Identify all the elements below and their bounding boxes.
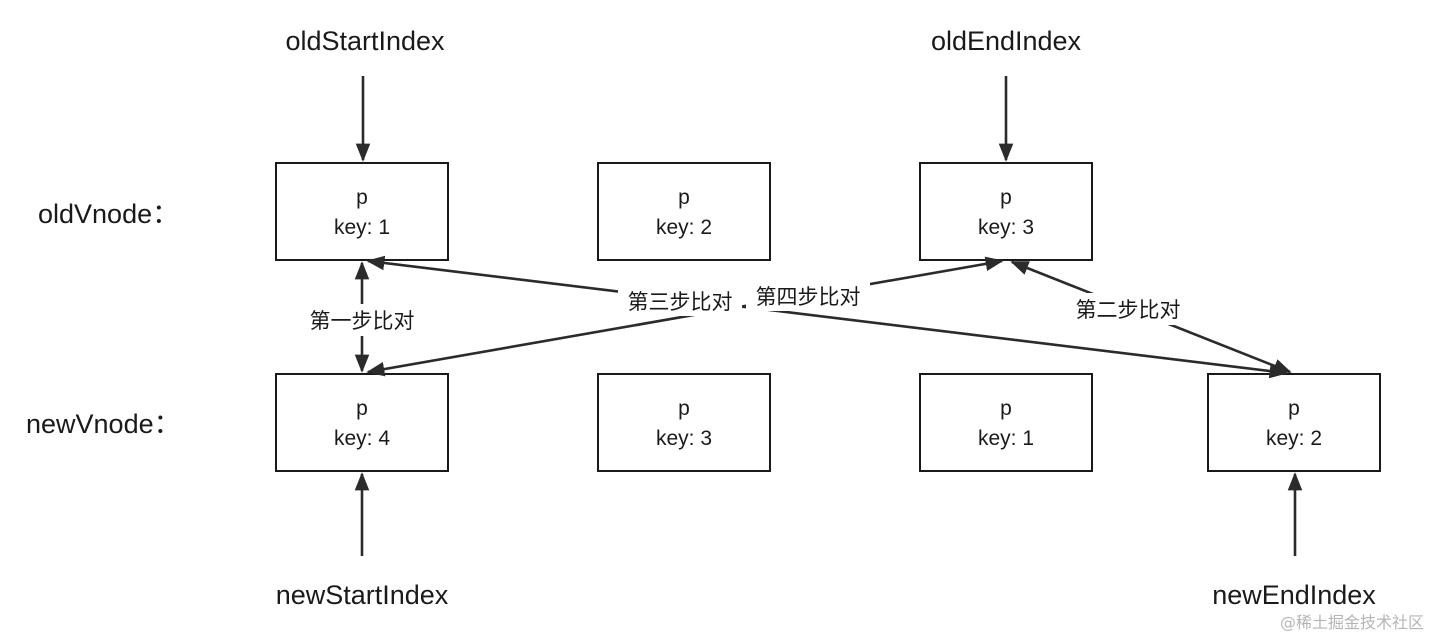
- step2-label: 第二步比对: [1076, 298, 1181, 322]
- node-tag: p: [1288, 397, 1300, 420]
- node-tag: p: [1000, 397, 1012, 420]
- watermark: @稀土掘金技术社区: [1280, 613, 1424, 632]
- node-key: key: 2: [1266, 427, 1322, 450]
- new-node-box: p key: 4: [275, 373, 449, 472]
- old-node-box: p key: 3: [919, 162, 1093, 261]
- node-tag: p: [356, 186, 368, 209]
- step4-label-bg: [746, 281, 870, 311]
- old-vnode-row-label: oldVnode：: [38, 199, 179, 229]
- old-node-box: p key: 1: [275, 162, 449, 261]
- step4-label: 第四步比对: [756, 285, 861, 309]
- node-key: key: 3: [656, 427, 712, 450]
- new-end-index-label: newEndIndex: [1212, 580, 1376, 610]
- step3-label: 第三步比对: [628, 290, 733, 314]
- node-tag: p: [678, 397, 690, 420]
- step4-arrow: [366, 256, 1004, 377]
- new-vnode-row-label: newVnode：: [26, 409, 181, 439]
- node-tag: p: [356, 397, 368, 420]
- old-end-index-label: oldEndIndex: [931, 26, 1082, 56]
- step3-label-bg: [618, 286, 742, 316]
- step1-label: 第一步比对: [310, 309, 415, 333]
- node-key: key: 2: [656, 216, 712, 239]
- node-tag: p: [1000, 186, 1012, 209]
- new-start-index-label: newStartIndex: [276, 580, 449, 610]
- node-key: key: 1: [334, 216, 390, 239]
- node-key: key: 3: [978, 216, 1034, 239]
- new-node-box: p key: 2: [1207, 373, 1381, 472]
- old-start-index-label: oldStartIndex: [285, 26, 445, 56]
- node-key: key: 1: [978, 427, 1034, 450]
- old-node-box: p key: 2: [597, 162, 771, 261]
- new-node-box: p key: 3: [597, 373, 771, 472]
- node-tag: p: [678, 186, 690, 209]
- new-node-box: p key: 1: [919, 373, 1093, 472]
- node-key: key: 4: [334, 427, 390, 450]
